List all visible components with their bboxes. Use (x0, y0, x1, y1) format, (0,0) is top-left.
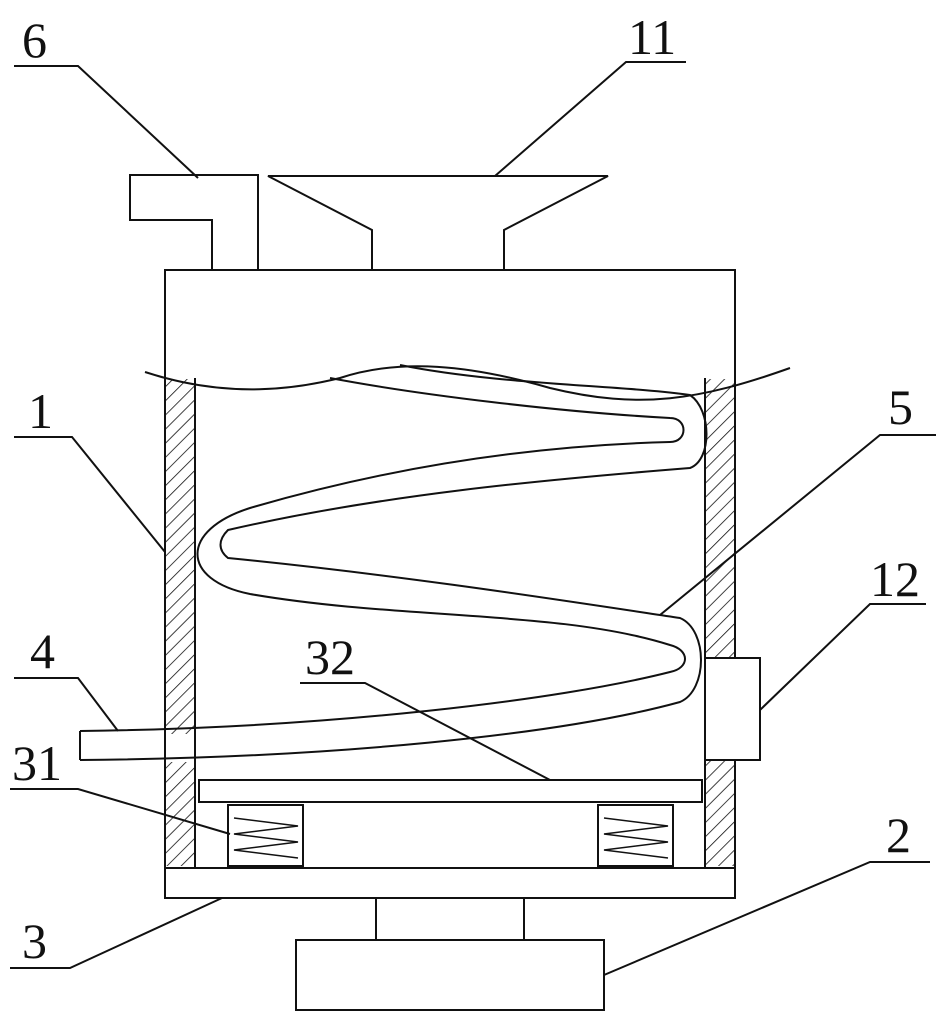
leader-6 (14, 66, 198, 178)
base-plate (165, 868, 735, 898)
label-5: 5 (888, 379, 913, 435)
feed-hopper-body (268, 176, 608, 270)
motor (296, 898, 604, 1010)
label-6: 6 (22, 12, 47, 68)
right-wall-hatch-upper (706, 379, 734, 659)
outlet-pipe (130, 175, 258, 270)
leader-4 (14, 678, 118, 731)
left-wall-hatch-lower (166, 762, 194, 866)
motor-body (296, 940, 604, 1010)
motor-shaft-housing (376, 898, 524, 940)
label-31: 31 (12, 735, 62, 791)
screen-plate (199, 780, 702, 802)
label-4: 4 (30, 623, 55, 679)
label-1: 1 (28, 383, 53, 439)
label-12: 12 (870, 551, 920, 607)
leader-1 (14, 437, 165, 552)
label-32: 32 (305, 629, 355, 685)
side-control-box (705, 658, 760, 760)
label-3: 3 (22, 913, 47, 969)
label-11: 11 (628, 9, 676, 65)
left-wall-hatch-upper (166, 379, 194, 734)
label-2: 2 (886, 807, 911, 863)
outlet-pipe-body (130, 175, 258, 270)
leader-11 (495, 62, 686, 176)
feed-hopper (268, 176, 608, 270)
leader-12 (760, 604, 926, 710)
right-wall-hatch-lower (706, 760, 734, 866)
housing-outline (165, 270, 735, 868)
housing (145, 270, 790, 868)
